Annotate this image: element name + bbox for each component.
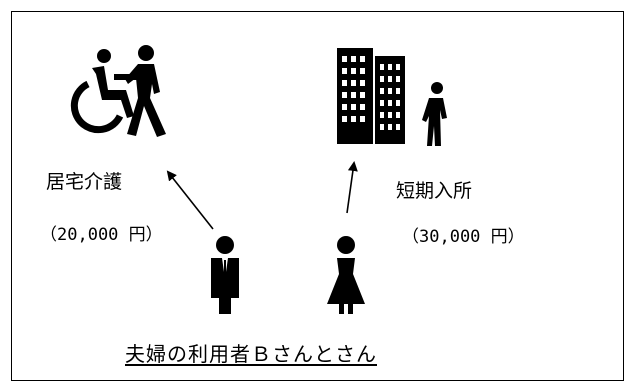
couple-caption: 夫婦の利用者Ｂさんとさん bbox=[125, 342, 377, 366]
building-person-icon bbox=[337, 48, 447, 146]
home-care-label: 居宅介護 bbox=[46, 171, 123, 193]
wheelchair-caregiver-icon bbox=[70, 45, 166, 137]
arrow-to-home-care bbox=[166, 170, 214, 230]
short-stay-cost: （30,000 円） bbox=[402, 227, 525, 247]
arrows-layer bbox=[166, 161, 358, 230]
home-care-cost: （20,000 円） bbox=[40, 225, 163, 245]
man-icon bbox=[211, 236, 239, 314]
short-stay-label: 短期入所 bbox=[396, 180, 473, 202]
arrow-to-short-stay bbox=[346, 161, 358, 214]
woman-icon bbox=[327, 236, 365, 314]
